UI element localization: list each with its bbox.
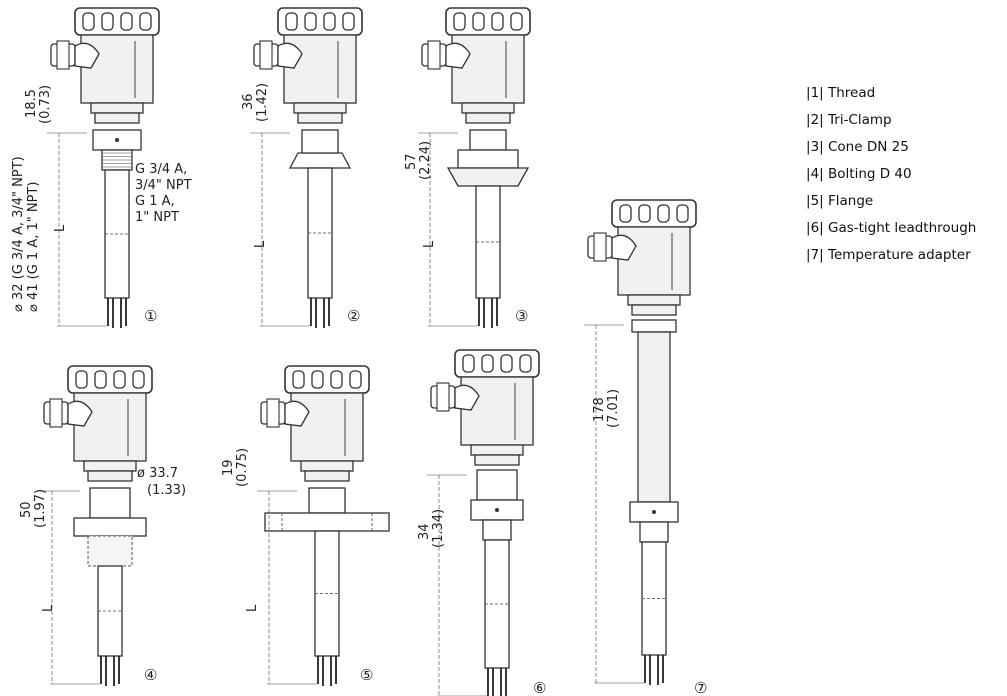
variant-5-dim-main: 19 bbox=[221, 459, 236, 476]
variant-1-wrench-note-2: ⌀ 41 (G 1 A, 1" NPT) bbox=[26, 182, 41, 312]
variant-1-dim-main: 18.5 bbox=[24, 89, 39, 118]
legend-item-thread: |1| Thread bbox=[806, 85, 876, 101]
legend-num: 3 bbox=[810, 139, 820, 155]
variant-2-dim-main: 36 bbox=[241, 93, 256, 110]
variant-6-sensor bbox=[427, 349, 540, 696]
variant-4-marker: ④ bbox=[144, 666, 157, 684]
legend-num: 4 bbox=[810, 166, 820, 182]
legend-item-flange: |5| Flange bbox=[806, 193, 874, 209]
variant-5-dim-sub: (0.75) bbox=[235, 448, 250, 487]
variant-4-dim-main: 50 bbox=[19, 501, 34, 518]
variant-3-sensor bbox=[418, 7, 531, 328]
variant-7-dim-sub: (7.01) bbox=[606, 389, 621, 428]
legend-item-bolting: |4| Bolting D 40 bbox=[806, 166, 912, 182]
variant-2-length-label: L bbox=[253, 240, 268, 248]
variant-1-dim-sub: (0.73) bbox=[38, 85, 53, 124]
variant-2-marker: ② bbox=[347, 307, 360, 325]
variant-1-thread-note-3: G 1 A, bbox=[135, 194, 175, 209]
variant-7-marker: ⑦ bbox=[694, 679, 707, 696]
legend-label: Temperature adapter bbox=[828, 247, 971, 263]
variant-5-sensor bbox=[257, 365, 390, 686]
legend-num: 5 bbox=[810, 193, 820, 209]
variant-2-sensor bbox=[250, 7, 363, 328]
variant-1-length-label: L bbox=[53, 224, 68, 232]
variant-3-dim-sub: (2.24) bbox=[418, 141, 433, 180]
legend-label: Cone DN 25 bbox=[828, 139, 909, 155]
variant-2-dim-sub: (1.42) bbox=[255, 83, 270, 122]
variant-1-thread-note-2: 3/4" NPT bbox=[135, 178, 192, 193]
variant-4-dia-sub: (1.33) bbox=[147, 483, 186, 498]
variant-6-marker: ⑥ bbox=[533, 679, 546, 696]
variant-4-dia-main: ø 33.7 bbox=[137, 466, 178, 481]
legend-num: 7 bbox=[810, 247, 820, 263]
legend-item-tri-clamp: |2| Tri-Clamp bbox=[806, 112, 892, 128]
variant-1-thread-note-4: 1" NPT bbox=[135, 210, 179, 225]
legend-item-gas-tight: |6| Gas-tight leadthrough bbox=[806, 220, 977, 236]
legend-num: 1 bbox=[810, 85, 820, 101]
legend-label: Gas-tight leadthrough bbox=[828, 220, 977, 236]
variant-1-thread-note-1: G 3/4 A, bbox=[135, 162, 187, 177]
variant-5-marker: ⑤ bbox=[360, 666, 373, 684]
variant-6-dim-main: 34 bbox=[417, 523, 432, 540]
variant-3-length-label: L bbox=[422, 240, 437, 248]
variant-4-sensor bbox=[40, 365, 153, 686]
variant-1-marker: ① bbox=[144, 307, 157, 325]
variant-7-sensor bbox=[584, 199, 697, 685]
variant-3-dim-main: 57 bbox=[404, 153, 419, 170]
variant-1-wrench-note-1: ⌀ 32 (G 3/4 A, 3/4" NPT) bbox=[11, 156, 26, 312]
legend-item-temp-adapter: |7| Temperature adapter bbox=[806, 247, 971, 263]
variant-5-length-label: L bbox=[245, 604, 260, 612]
legend-label: Flange bbox=[828, 193, 874, 209]
legend-num: 2 bbox=[810, 112, 820, 128]
legend-label: Tri-Clamp bbox=[828, 112, 892, 128]
legend-num: 6 bbox=[810, 220, 820, 236]
variant-7-dim-main: 178 bbox=[592, 397, 607, 422]
legend-item-cone: |3| Cone DN 25 bbox=[806, 139, 909, 155]
variant-3-marker: ③ bbox=[515, 307, 528, 325]
variant-4-dim-sub: (1.97) bbox=[33, 489, 48, 528]
legend-label: Thread bbox=[828, 85, 876, 101]
variant-4-length-label: L bbox=[41, 604, 56, 612]
legend-label: Bolting D 40 bbox=[828, 166, 912, 182]
legend: |1| Thread |2| Tri-Clamp |3| Cone DN 25 … bbox=[806, 80, 976, 269]
variant-6-dim-sub: (1.34) bbox=[431, 509, 446, 548]
variant-1-sensor bbox=[47, 7, 160, 328]
